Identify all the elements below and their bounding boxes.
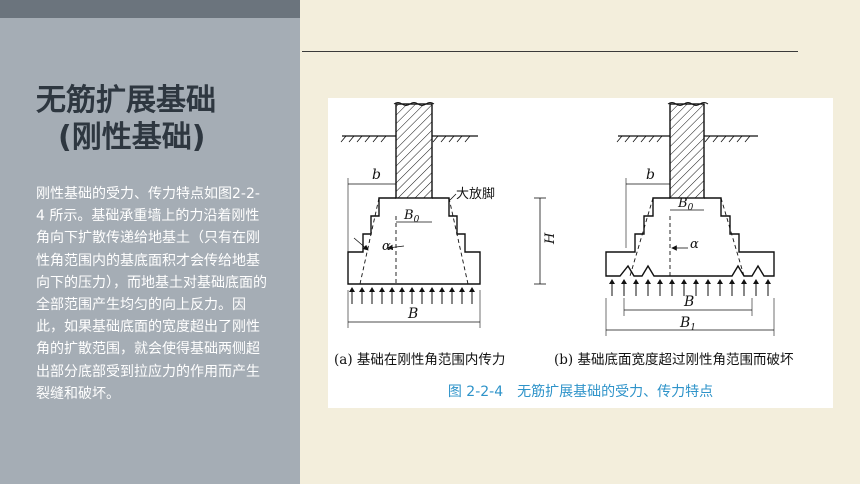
rigid-angle-line-b-right (720, 197, 745, 277)
left-panel (0, 0, 300, 484)
footing-a (347, 197, 481, 285)
label-dafangjiao: 大放脚 (456, 186, 495, 202)
alpha-arrow-a-1 (353, 237, 369, 251)
rigid-angle-line-a-left (359, 197, 380, 285)
foundation-diagram: b B0 α 大放脚 H B b B0 α B B1 (a) 基础在刚性角范围内… (334, 102, 794, 368)
body-paragraph: 刚性基础的受力、传力特点如图2-2-4 所示。基础承重墙上的力沿着刚性角向下扩散… (36, 186, 267, 402)
label-B-b: B (683, 294, 694, 310)
wall-a (395, 103, 433, 199)
wall-b (669, 103, 705, 199)
label-alpha-b: α (690, 237, 699, 252)
footing-b (605, 197, 775, 277)
dafangjiao-leader (449, 193, 457, 201)
reaction-arrows-a (349, 287, 475, 304)
alpha-arrow-a-2 (387, 244, 405, 251)
label-h-a: H (543, 232, 558, 245)
figure-panel: b B0 α 大放脚 H B b B0 α B B1 (a) 基础在刚性角范围内… (328, 98, 833, 408)
label-b0-a: B0 (403, 208, 420, 225)
diagram-a (340, 102, 546, 328)
left-top-bar (0, 0, 300, 18)
label-b0-b: B0 (677, 196, 694, 213)
slide-title: 无筋扩展基础 (刚性基础) (36, 82, 286, 156)
subcaption-a: (a) 基础在刚性角范围内传力 (334, 351, 505, 368)
ground-hatch-b (616, 135, 751, 143)
title-line-1: 无筋扩展基础 (36, 83, 216, 118)
wall-break-a (393, 102, 435, 106)
diagram-b (605, 102, 775, 336)
figure-caption: 图 2-2-4 无筋扩展基础的受力、传力特点 (447, 384, 714, 400)
rigid-angle-line-a-right (448, 197, 469, 285)
ground-hatch-a (340, 135, 471, 143)
reaction-arrows-b (609, 279, 771, 296)
label-alpha-a: α (382, 239, 391, 254)
top-divider-line (302, 51, 798, 52)
label-B1-b: B1 (679, 315, 696, 333)
rigid-angle-line-b-left (629, 197, 654, 277)
title-line-2: (刚性基础) (58, 120, 206, 155)
label-b-b: b (646, 167, 655, 183)
wall-break-b (667, 102, 709, 106)
label-b-a: b (372, 167, 381, 183)
label-B-a: B (407, 306, 418, 322)
subcaption-b: (b) 基础底面宽度超过刚性角范围而破坏 (554, 351, 794, 368)
